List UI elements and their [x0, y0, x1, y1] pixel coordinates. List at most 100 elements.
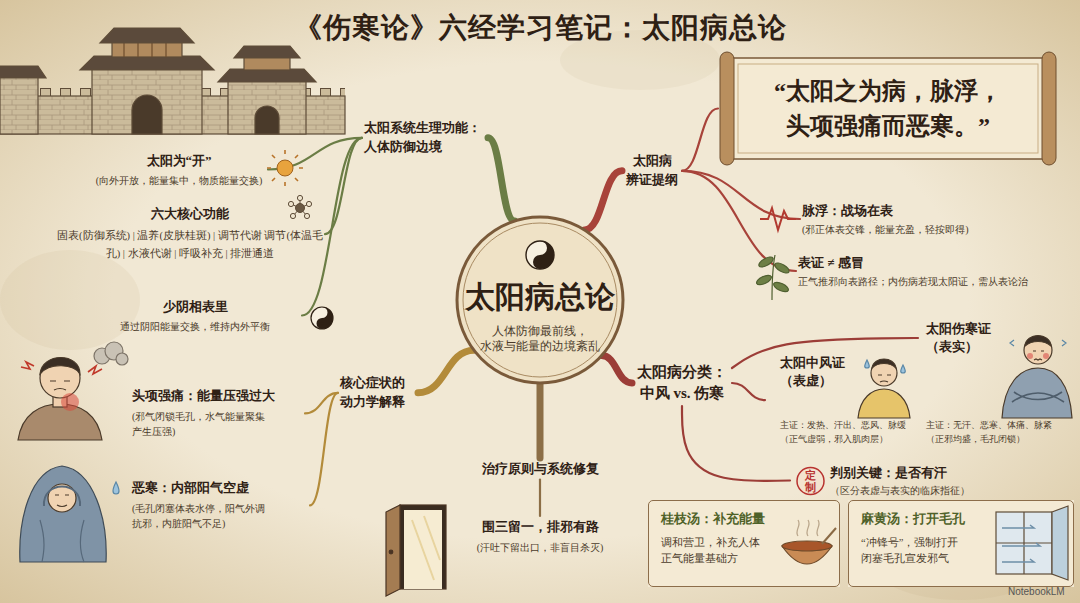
branch-item: 判别关键：是否有汗（区分表虚与表实的临床指征）: [790, 462, 980, 499]
yin-yang-icon: [317, 307, 334, 329]
city-wall-illustration: [218, 69, 316, 82]
branch-connector: [539, 480, 541, 516]
network-icon: [297, 195, 302, 200]
node-heading: 头项强痛：能量压强过大: [132, 388, 303, 405]
node-heading: 围三留一，排邪有路: [457, 518, 623, 536]
cold-damage-figure: [1024, 336, 1052, 364]
city-wall-illustration: [92, 66, 202, 134]
node-body: (向外开放，能量集中，物质能量交换): [92, 174, 266, 188]
central-circle: 太阳病总论人体防御最前线， 水液与能量的边境紊乱: [455, 215, 625, 385]
remedy-box-fill: [648, 500, 1074, 587]
node-heading: 麻黄汤：打开毛孔: [861, 511, 979, 528]
branch-item: 太阳为“开” (向外开放，能量集中，物质能量交换): [90, 150, 268, 189]
open-window: [996, 512, 1052, 574]
sun-icon: [277, 160, 293, 176]
headache-figure: [50, 381, 70, 390]
open-window: [1052, 506, 1068, 580]
branch-connector: [682, 171, 800, 219]
scroll-outline: [720, 52, 734, 165]
cold-damage-figure: [1033, 351, 1044, 360]
remedy-box: 麻黄汤：打开毛孔 “冲锋号”，强制打开 闭塞毛孔宣发邪气: [848, 500, 1074, 587]
node-heading: 太阳病总论: [459, 277, 621, 318]
paper-stain: [0, 250, 140, 350]
headache-figure: [61, 393, 79, 411]
branch-topic: 治疗原则与系统修复: [465, 458, 615, 480]
node-body: (汗吐下留出口，非盲目杀灭): [457, 541, 623, 555]
sun-icon: [267, 150, 303, 186]
yin-yang-icon: [533, 241, 554, 269]
herbal-bowl: [822, 528, 836, 544]
node-heading: 太阳病 辨证提纲: [624, 152, 680, 190]
node-heading: 六大核心功能: [57, 205, 323, 223]
branch-topic: 太阳病 辨证提纲: [622, 150, 682, 192]
node-body: 人体防御最前线， 水液与能量的边境紊乱: [478, 324, 602, 355]
circle-outline: [457, 217, 623, 383]
branch-item: 少阴相表里通过阴阳能量交换，维持内外平衡: [88, 296, 302, 335]
yin-yang-icon: [526, 241, 554, 269]
node-body: (邪正体表交锋，能量充盈，轻按即得): [802, 223, 1033, 237]
chills-figure: [20, 466, 119, 562]
branch-topic: 核心症状的 动力学解释: [338, 372, 418, 414]
branch-item: 六大核心功能固表(防御系统) | 温养(皮肤桂斑) | 调节代谢 调节(体温毛孔…: [55, 203, 325, 265]
network-icon: [296, 204, 305, 213]
node-heading: 核心症状的 动力学解释: [340, 374, 416, 412]
yin-yang-icon: [526, 241, 554, 269]
node-heading: 太阳病分类： 中风 vs. 伤寒: [634, 362, 730, 404]
remedy-box-fill: [648, 500, 840, 587]
open-window: [1002, 525, 1040, 562]
node-body: 固表(防御系统) | 温养(皮肤桂斑) | 调节代谢 调节(体温毛孔) | 水液…: [57, 227, 323, 264]
branch-connector: [305, 393, 338, 414]
herbal-bowl: [782, 520, 836, 564]
node-body: 正气推邪向表路径；内伤病若现太阳证，需从表论治: [798, 275, 1072, 289]
branch-topic: 太阳病分类： 中风 vs. 伤寒: [632, 360, 732, 406]
cold-damage-figure: [1043, 353, 1049, 359]
cold-damage-figure: [1010, 340, 1066, 346]
open-window: [996, 512, 1052, 574]
branch-item: 头项强痛：能量压强过大(邪气闭锁毛孔，水气能量聚集 产生压强): [130, 386, 305, 441]
herb-icon: [757, 255, 774, 269]
watermark: NotebookLM: [1008, 586, 1065, 598]
node-body: 调和营卫，补充人体 正气能量基础方: [661, 535, 779, 568]
node-heading: 表证 ≠ 感冒: [798, 254, 1072, 272]
cold-damage-figure: [1002, 368, 1072, 418]
cold-damage-figure: [1012, 392, 1064, 402]
wind-stroke-figure: [872, 359, 896, 368]
open-door: [412, 516, 440, 580]
chills-figure: [40, 520, 84, 562]
seal-stamp-ring: [797, 468, 824, 495]
node-heading: 太阳为“开”: [92, 152, 266, 170]
scroll-outline: [1042, 52, 1056, 165]
branch-connector: [584, 171, 622, 230]
yin-yang-icon: [311, 307, 333, 329]
wind-stroke-figure: [858, 389, 910, 418]
cold-damage-figure: [1027, 353, 1033, 359]
city-wall-illustration: [0, 74, 38, 134]
headache-figure: [88, 366, 102, 374]
node-body: (毛孔闭塞体表水停，阳气外调 抗邪，内脏阳气不足): [132, 501, 308, 531]
wind-stroke-figure: [865, 360, 870, 368]
wind-stroke-figure: [858, 359, 910, 418]
city-wall-illustration: [255, 106, 279, 134]
cold-damage-figure: [1025, 336, 1051, 347]
sun-icon: [267, 150, 303, 186]
node-body: “冲锋号”，强制打开 闭塞毛孔宣发邪气: [861, 535, 979, 568]
yin-yang-icon: [320, 311, 324, 315]
seal-stamp: 定制: [805, 469, 816, 493]
branch-connector: [418, 350, 474, 393]
node-heading: 桂枝汤：补充能量: [661, 511, 779, 528]
yin-yang-icon: [538, 246, 543, 251]
branch-connector: [310, 393, 338, 506]
herb-icon: [772, 280, 789, 293]
wind-stroke-figure: [878, 375, 891, 382]
branch-connector: [302, 138, 362, 316]
scroll-outline: [718, 52, 1058, 165]
branch-connector: [732, 383, 765, 400]
city-wall-illustration: [228, 78, 306, 134]
headache-figure: [40, 358, 80, 398]
scroll-outline: [738, 64, 1038, 153]
branch-item: 表证 ≠ 感冒正气推邪向表路径；内伤病若现太阳证，需从表论治: [796, 252, 1074, 290]
chills-figure: [44, 487, 80, 507]
city-wall-illustration: [0, 28, 345, 134]
city-wall-illustration: [132, 95, 162, 134]
